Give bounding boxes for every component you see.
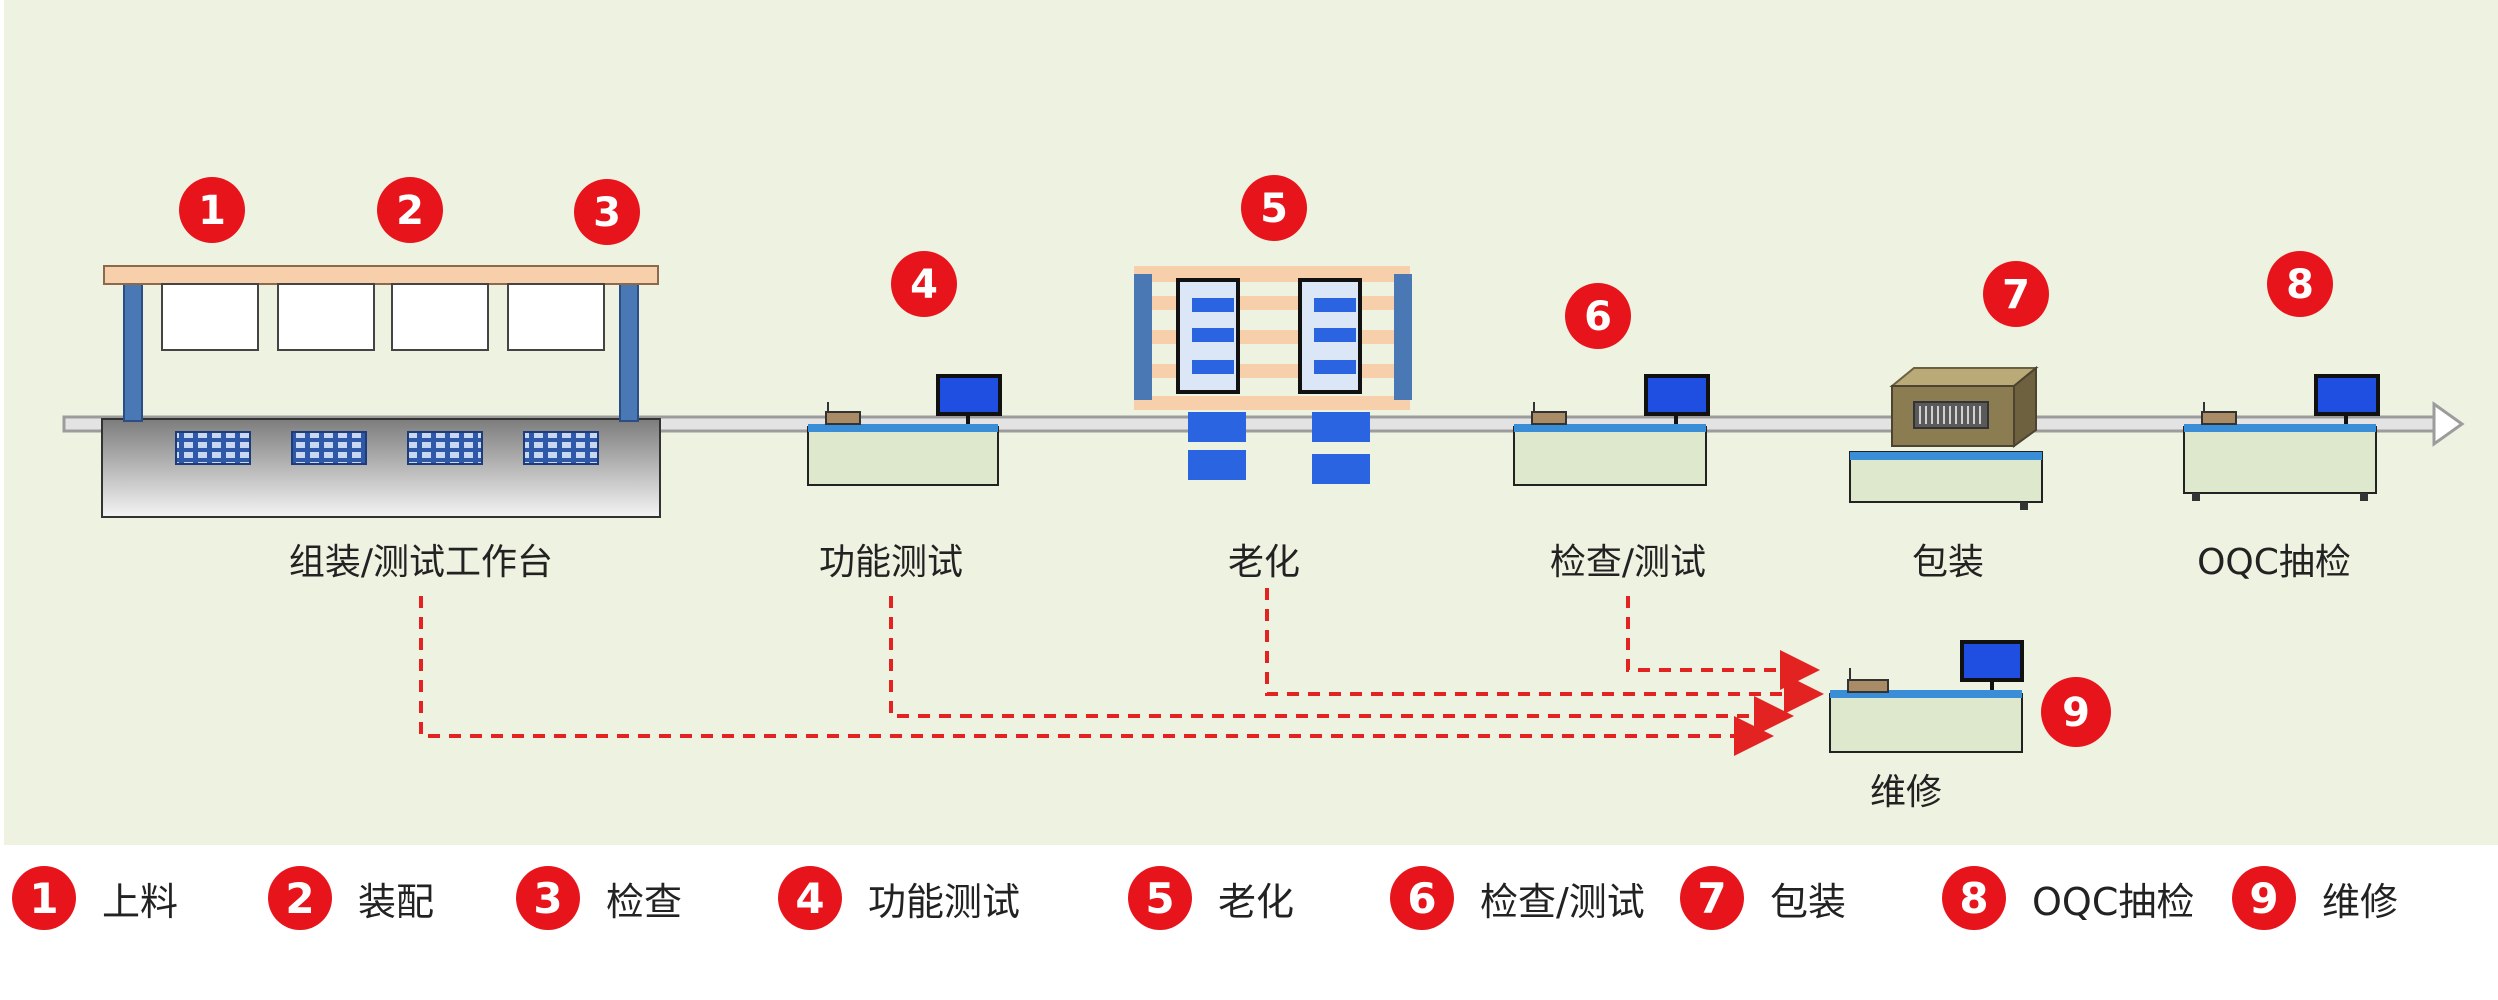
legend-label-8: OQC抽检 (2032, 879, 2195, 924)
badge-6: 6 (1565, 283, 1631, 349)
rework-arrow-from-burn-in (1265, 588, 1824, 714)
legend-label-9: 维修 (2322, 879, 2399, 924)
label-function-test: 功能测试 (819, 542, 963, 583)
legend-badge-9: 9 (2232, 866, 2296, 930)
legend-item-5: 5 老化 (1128, 848, 1294, 948)
legend-item-3: 3 检查 (516, 848, 682, 948)
rework-arrow-from-workbench (419, 596, 1774, 756)
legend-label-4: 功能测试 (868, 879, 1021, 924)
badge-6-num: 6 (1584, 294, 1612, 340)
badge-3: 3 (574, 179, 640, 245)
legend-badge-3: 3 (516, 866, 580, 930)
legend-item-8: 8 OQC抽检 (1942, 848, 2194, 948)
rework-arrows (419, 588, 1824, 756)
badge-9: 9 (2041, 677, 2111, 747)
legend-badge-2: 2 (268, 866, 332, 930)
legend-item-7: 7 包装 (1680, 848, 1846, 948)
legend-label-2: 装配 (358, 879, 435, 924)
badge-4-num: 4 (910, 262, 938, 308)
badge-2-num: 2 (396, 188, 424, 234)
badge-2: 2 (377, 177, 443, 243)
legend-badge-6: 6 (1390, 866, 1454, 930)
badge-3-num: 3 (593, 190, 621, 236)
legend-item-9: 9 维修 (2232, 848, 2398, 948)
legend-item-4: 4 功能测试 (778, 848, 1020, 948)
label-repair: 维修 (1870, 772, 1942, 813)
badge-4: 4 (891, 251, 957, 317)
legend-label-6: 检查/测试 (1480, 879, 1645, 924)
label-inspection-test: 检查/测试 (1550, 542, 1706, 583)
badge-7: 7 (1983, 261, 2049, 327)
legend-item-2: 2 装配 (268, 848, 434, 948)
legend-label-5: 老化 (1218, 879, 1295, 924)
badge-9-num: 9 (2062, 690, 2090, 736)
legend-badge-1: 1 (12, 866, 76, 930)
legend-item-6: 6 检查/测试 (1390, 848, 1645, 948)
legend-badge-5: 5 (1128, 866, 1192, 930)
legend-item-1: 1 上料 (12, 848, 178, 948)
legend-label-1: 上料 (102, 879, 179, 924)
badge-5-num: 5 (1260, 186, 1288, 232)
inspection-test-bench (1513, 374, 1710, 486)
badge-1: 1 (179, 177, 245, 243)
legend-badge-7: 7 (1680, 866, 1744, 930)
assembly-workbench (101, 265, 661, 518)
repair-bench (1829, 640, 2024, 753)
badge-1-num: 1 (198, 188, 226, 234)
badge-7-num: 7 (2002, 272, 2030, 318)
rework-arrow-from-function-test (889, 596, 1794, 736)
burn-in-rack (1134, 266, 1412, 484)
oqc-bench (2183, 374, 2380, 501)
legend: 1 上料 2 装配 3 检查 4 功能测试 5 老化 6 检查/测试 7 包装 … (0, 848, 2498, 958)
legend-badge-4: 4 (778, 866, 842, 930)
packaging-station (1849, 365, 2043, 510)
rework-arrow-from-inspection (1626, 596, 1820, 690)
label-oqc: OQC抽检 (2197, 542, 2351, 583)
badge-5: 5 (1241, 175, 1307, 241)
legend-badge-8: 8 (1942, 866, 2006, 930)
label-burn-in: 老化 (1228, 542, 1300, 583)
legend-label-7: 包装 (1770, 879, 1847, 924)
badge-8-num: 8 (2286, 262, 2314, 308)
function-test-bench (807, 374, 1002, 486)
badge-8: 8 (2267, 251, 2333, 317)
label-packaging: 包装 (1912, 542, 1984, 583)
label-workbench: 组装/测试工作台 (289, 542, 553, 583)
legend-label-3: 检查 (606, 879, 683, 924)
